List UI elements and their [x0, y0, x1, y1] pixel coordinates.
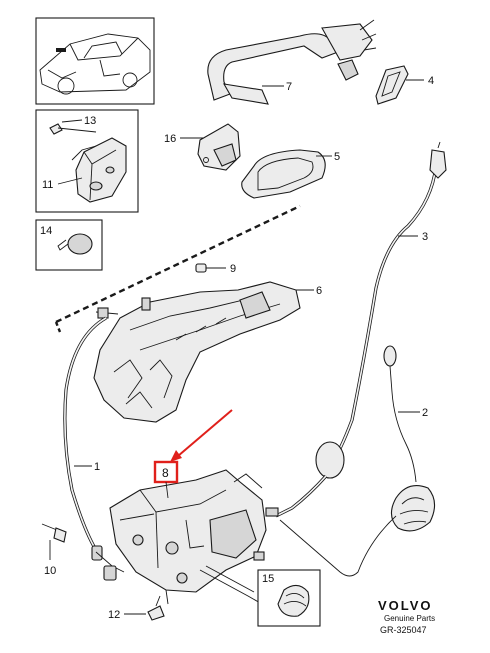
- callout-12: 12: [108, 609, 120, 621]
- callout-15: 15: [262, 573, 274, 585]
- part-3-cable: [275, 141, 447, 518]
- inset-box-11-13: [35, 109, 139, 213]
- part-10-pin: [41, 523, 67, 543]
- part-5-gasket: [241, 149, 326, 199]
- part-12-screw: [147, 595, 165, 621]
- part-4-seal: [375, 65, 409, 105]
- callout-11: 11: [42, 179, 53, 191]
- part-16-cover: [197, 123, 241, 171]
- callout-4: 4: [428, 75, 434, 87]
- callout-10: 10: [44, 565, 56, 577]
- reference-number: GR-325047: [380, 625, 427, 635]
- callout-16: 16: [164, 133, 176, 145]
- part-6-handle-carrier: [93, 281, 301, 423]
- part-2-cable: [279, 345, 436, 577]
- car-thumbnail: [35, 17, 155, 105]
- volvo-logo: VOLVO: [378, 598, 433, 613]
- callout-5: 5: [334, 151, 340, 163]
- highlight-arrow: [170, 409, 233, 462]
- callout-3: 3: [422, 231, 428, 243]
- callout-7: 7: [286, 81, 292, 93]
- callout-6: 6: [316, 285, 322, 297]
- part-8-lock: [95, 469, 279, 605]
- callout-2: 2: [422, 407, 428, 419]
- callout-1: 1: [94, 461, 100, 473]
- callout-13: 13: [84, 115, 96, 127]
- callout-8: 8: [162, 466, 169, 480]
- part-1-cable: [63, 316, 107, 561]
- inset-box-14: [35, 219, 103, 271]
- callout-14: 14: [40, 225, 52, 237]
- genuine-parts-label: Genuine Parts: [384, 614, 435, 623]
- part-7-outer-handle: [207, 19, 377, 105]
- inset-box-15: [257, 569, 321, 627]
- callout-9: 9: [230, 263, 236, 275]
- assembly-dashed-line: [55, 204, 301, 324]
